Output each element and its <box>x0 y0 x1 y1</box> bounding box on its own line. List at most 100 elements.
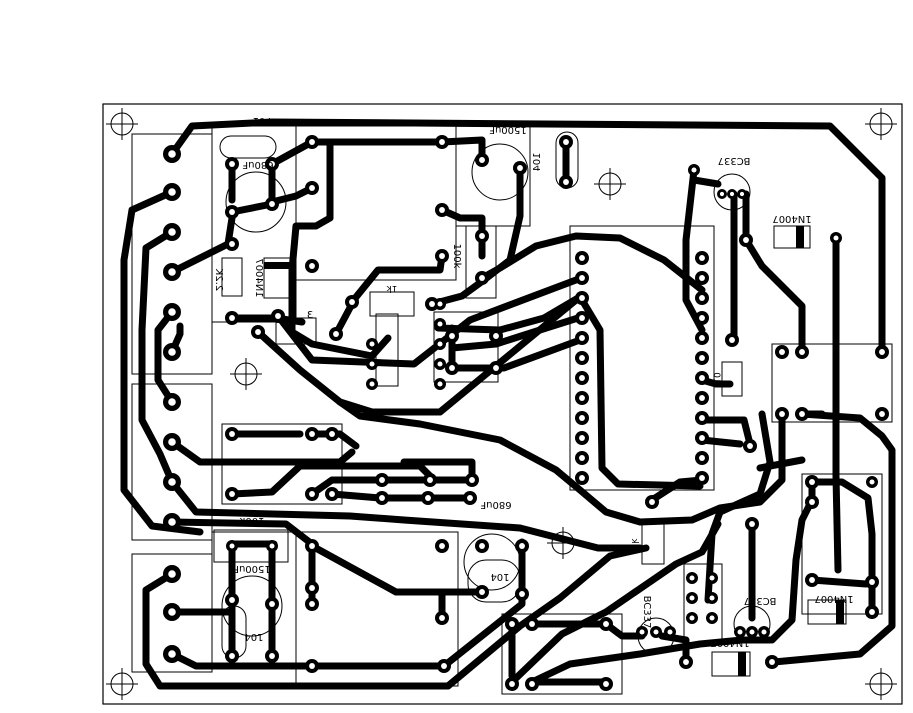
drill-hole <box>309 491 315 497</box>
drill-hole <box>229 209 235 215</box>
drill-hole <box>509 621 515 627</box>
drill-hole <box>737 629 743 635</box>
drill-hole <box>229 161 235 167</box>
label-c104-bottom-left: 104 <box>244 631 263 642</box>
drill-hole <box>437 301 443 307</box>
drill-hole <box>309 585 315 591</box>
drill-hole <box>579 475 585 481</box>
drill-hole <box>379 495 385 501</box>
drill-hole <box>749 629 755 635</box>
fiducial-center-left <box>230 358 262 390</box>
drill-hole <box>649 499 655 505</box>
drill-hole <box>439 543 445 549</box>
drill-hole <box>229 315 235 321</box>
drill-hole <box>699 355 705 361</box>
fiducial-bottom-right <box>865 668 897 700</box>
drill-hole <box>493 365 499 371</box>
drill-hole <box>529 621 535 627</box>
drill-hole <box>229 653 235 659</box>
drill-hole <box>168 228 176 236</box>
drill-hole <box>699 275 705 281</box>
drill-hole <box>691 167 697 173</box>
drill-hole <box>579 255 585 261</box>
drill-hole <box>168 570 176 578</box>
drill-hole <box>799 349 805 355</box>
silkscreen-outlines <box>131 125 893 695</box>
label-c680uf-top: 680uF <box>242 159 273 170</box>
drill-hole <box>869 479 875 485</box>
fiducial-top-right <box>865 108 897 140</box>
drill-hole <box>519 591 525 597</box>
drill-hole <box>229 491 235 497</box>
drill-hole <box>309 431 315 437</box>
drill-hole <box>427 477 433 483</box>
drill-hole <box>269 201 275 207</box>
label-bc337-top: BC337 <box>718 155 751 166</box>
drill-hole <box>479 157 485 163</box>
label-1n4007-bottom-mid: 1N4007 <box>710 637 749 648</box>
drill-hole <box>739 191 745 197</box>
drill-hole <box>699 335 705 341</box>
drill-hole <box>579 275 585 281</box>
drill-hole <box>779 349 785 355</box>
drill-hole <box>467 495 473 501</box>
label-c104-bottom-mid: 104 <box>490 571 509 582</box>
drill-hole <box>229 431 235 437</box>
drill-hole <box>729 337 735 343</box>
drill-hole <box>425 495 431 501</box>
drill-hole <box>709 595 715 601</box>
drill-hole <box>879 411 885 417</box>
drill-hole <box>579 415 585 421</box>
drill-hole <box>168 150 176 158</box>
label-r100k-bottom: 100k <box>239 515 264 526</box>
drill-hole <box>683 659 689 665</box>
drill-holes <box>168 139 885 687</box>
drill-hole <box>168 348 176 356</box>
drill-hole <box>349 299 355 305</box>
drill-hole <box>168 398 176 406</box>
drill-hole <box>168 478 176 486</box>
drill-hole <box>579 395 585 401</box>
drill-hole <box>689 615 695 621</box>
drill-hole <box>833 235 839 241</box>
drill-hole <box>255 329 261 335</box>
drill-hole <box>869 609 875 615</box>
drill-hole <box>579 455 585 461</box>
drill-hole <box>229 241 235 247</box>
drill-hole <box>168 518 176 526</box>
drill-hole <box>699 475 705 481</box>
drill-hole <box>709 615 715 621</box>
drill-hole <box>709 575 715 581</box>
drill-hole <box>439 207 445 213</box>
drill-hole <box>275 313 281 319</box>
drill-hole <box>429 301 435 307</box>
drill-hole <box>479 275 485 281</box>
drill-hole <box>168 188 176 196</box>
drill-hole <box>168 268 176 276</box>
drill-hole <box>369 341 375 347</box>
drill-hole <box>509 681 515 687</box>
diode-bands <box>264 226 844 676</box>
fiducial-bottom-left <box>106 668 138 700</box>
drill-hole <box>479 233 485 239</box>
drill-hole <box>603 681 609 687</box>
label-1n4007-top-right: 1N4007 <box>772 213 811 224</box>
drill-hole <box>699 315 705 321</box>
drill-hole <box>761 629 767 635</box>
drill-hole <box>699 255 705 261</box>
drill-hole <box>699 435 705 441</box>
drill-hole <box>439 615 445 621</box>
drill-hole <box>719 191 725 197</box>
drill-hole <box>743 237 749 243</box>
drill-hole <box>309 601 315 607</box>
drill-hole <box>879 349 885 355</box>
drill-hole <box>269 601 275 607</box>
label-c680uf-mid: 680uF <box>480 499 511 510</box>
label-r2k2-left: 2.2K <box>213 268 224 291</box>
drill-hole <box>229 597 235 603</box>
drill-hole <box>379 477 385 483</box>
drill-hole <box>309 543 315 549</box>
fiducial-center-top <box>594 168 626 200</box>
label-c1500uf-top: 1500uF <box>489 124 527 135</box>
drill-hole <box>469 477 475 483</box>
